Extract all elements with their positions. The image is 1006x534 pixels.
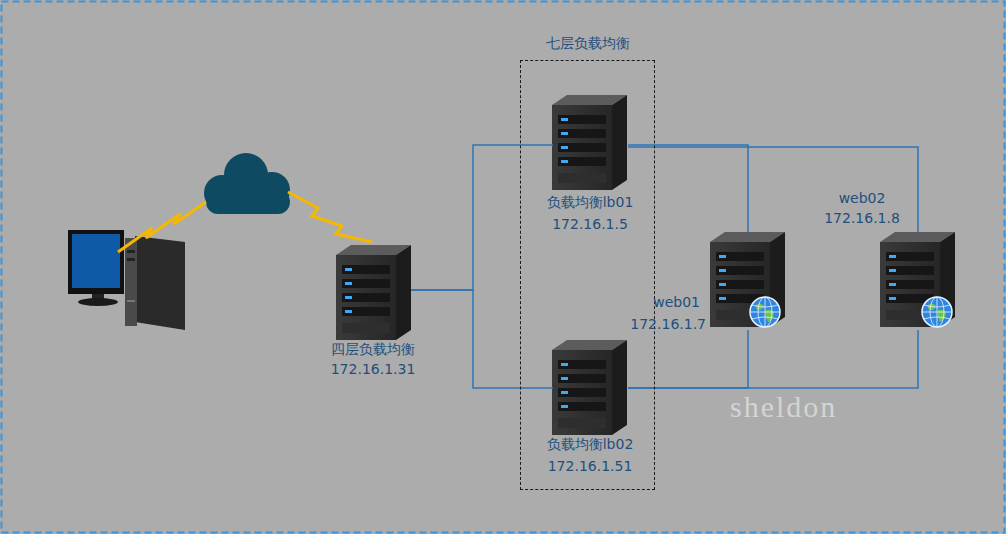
node-title: 七层负载均衡 (546, 35, 630, 52)
network-link (628, 147, 918, 232)
globe-icon (750, 297, 780, 327)
node-title: web01 (653, 294, 700, 311)
l4-balancer: 四层负载均衡172.16.1.31 (336, 245, 411, 337)
network-link (411, 145, 553, 290)
network-link (628, 330, 748, 388)
globe-icon (922, 297, 952, 327)
ip-address: 172.16.1.51 (548, 458, 633, 475)
lightning (118, 192, 372, 252)
l7-balancer: 负载均衡lb01172.16.1.5 (553, 96, 628, 191)
web-server: web02172.16.1.8 (880, 232, 955, 330)
ip-address: 172.16.1.5 (552, 216, 628, 233)
network-link (628, 330, 918, 388)
l7-balancer: 负载均衡lb02172.16.1.51 (553, 341, 628, 436)
watermark: sheldon (730, 390, 837, 424)
server-icon (880, 232, 955, 327)
node-title: 负载均衡lb01 (547, 194, 634, 211)
server-icon (552, 95, 627, 190)
web-server: web01172.16.1.7 (710, 232, 785, 330)
server-icon (710, 232, 785, 327)
server-icon (552, 340, 627, 435)
node-title: web02 (839, 190, 886, 207)
network-link (411, 290, 553, 388)
l7-group: 七层负载均衡负载均衡lb01172.16.1.5负载均衡lb02172.16.1… (520, 60, 655, 490)
node-title: 四层负载均衡 (331, 341, 415, 358)
node-title: 负载均衡lb02 (547, 436, 634, 453)
ip-address: 172.16.1.8 (824, 210, 900, 227)
cloud (204, 153, 290, 214)
server-icon (336, 245, 411, 340)
ip-address: 172.16.1.31 (331, 361, 416, 378)
ip-address: 172.16.1.7 (630, 316, 706, 333)
network-link (628, 145, 748, 232)
